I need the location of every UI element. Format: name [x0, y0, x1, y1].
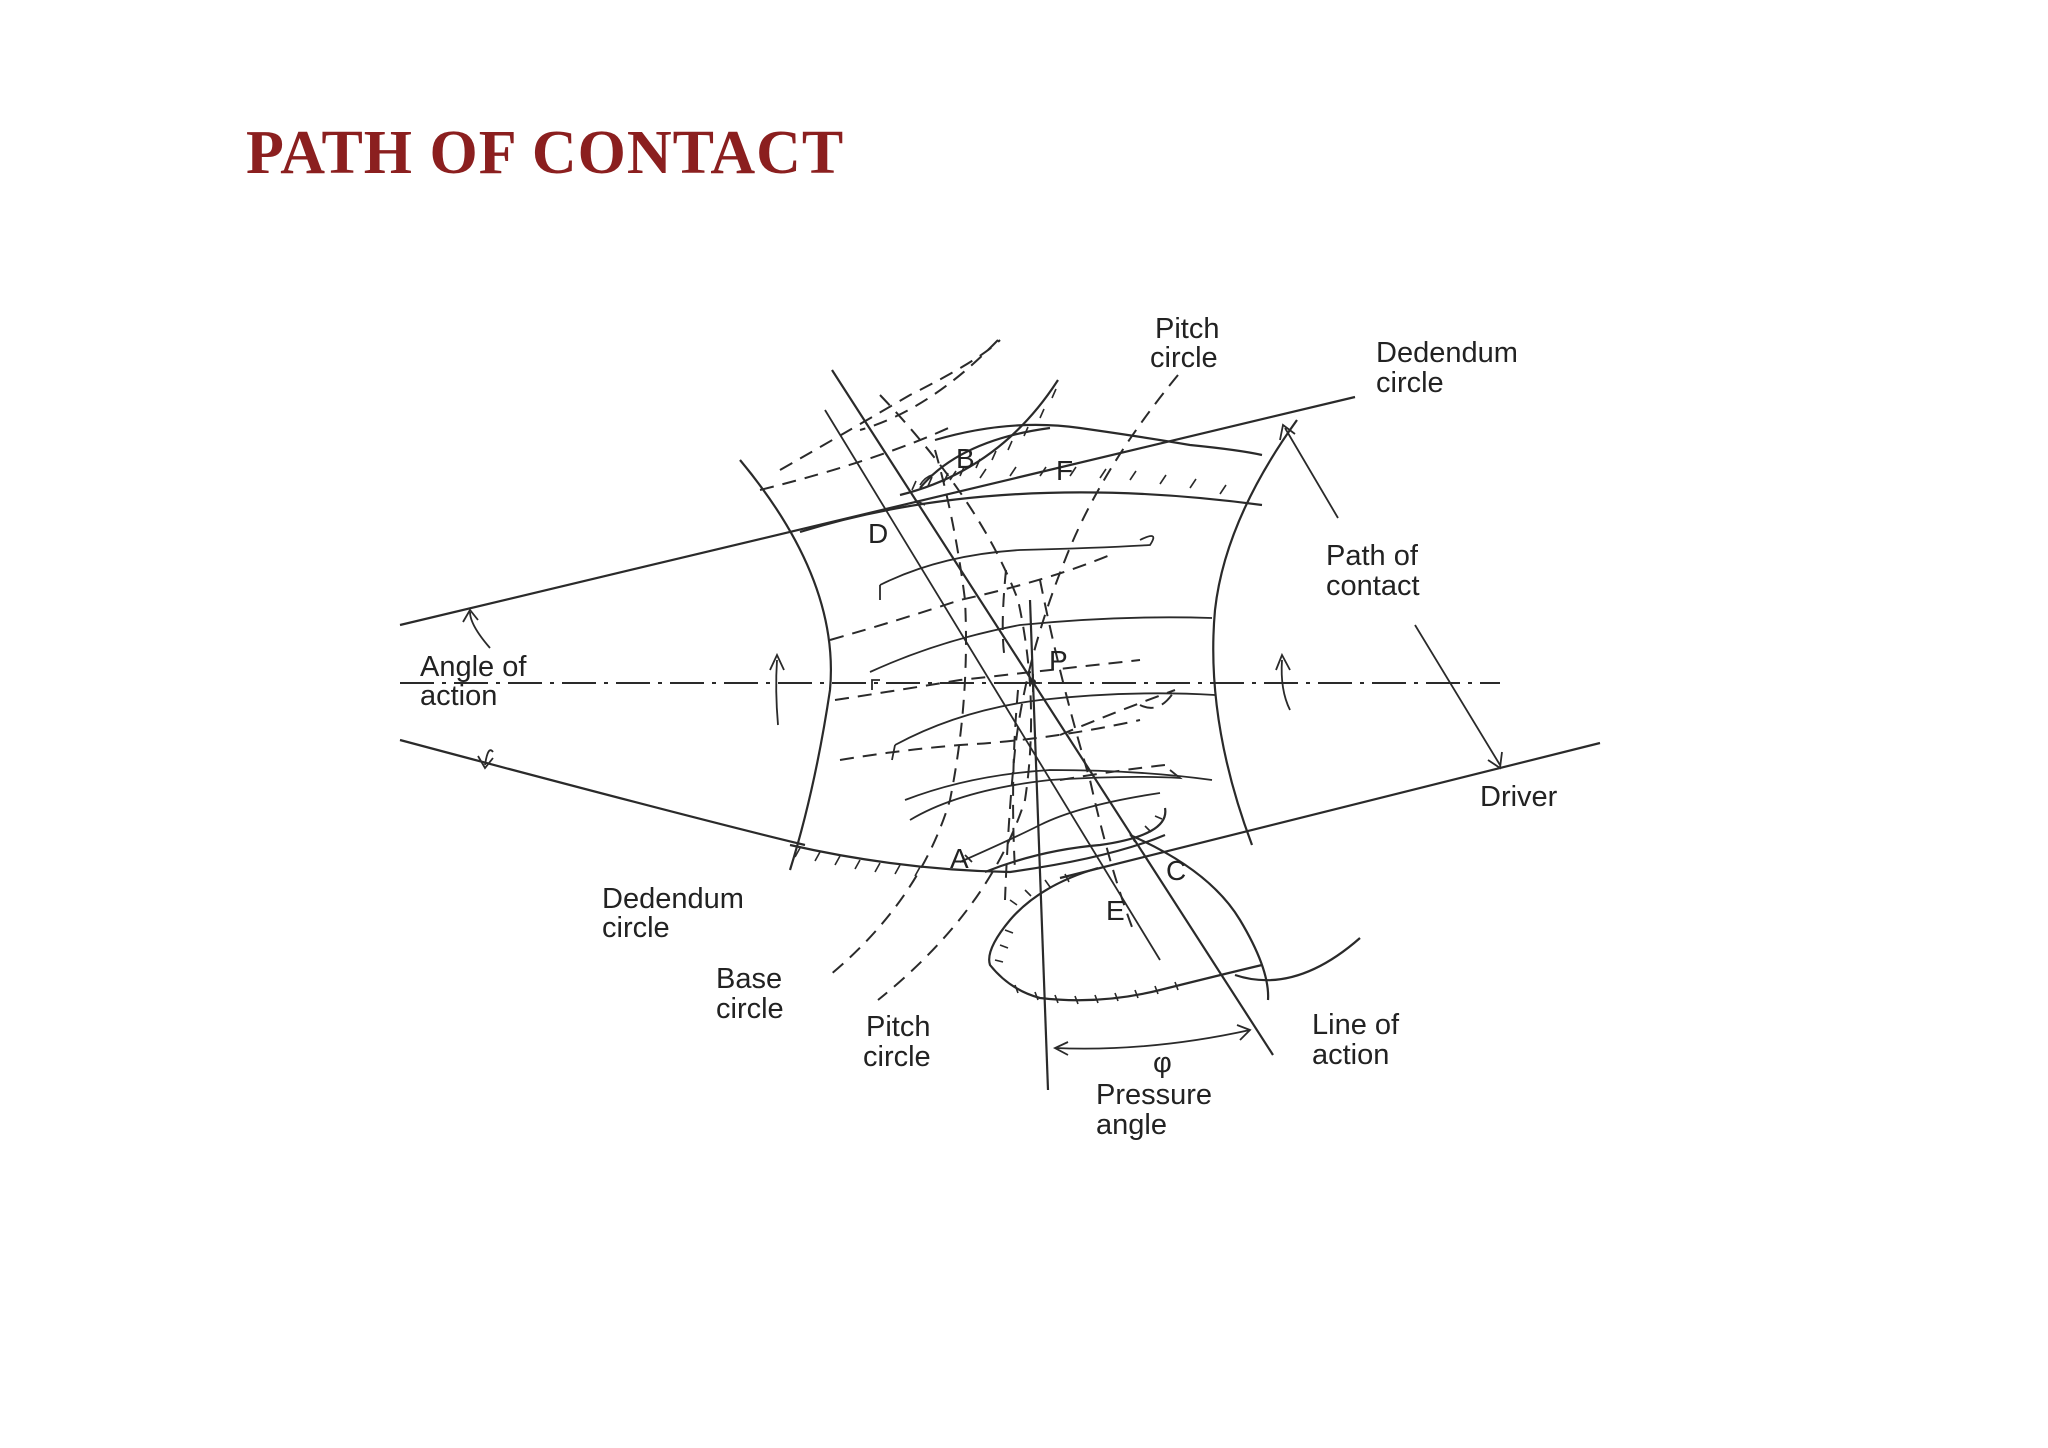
point-e-label: E: [1106, 895, 1125, 926]
svg-text:Dedendum: Dedendum: [602, 883, 744, 915]
svg-text:circle: circle: [1150, 342, 1218, 374]
path-of-contact-arrows: [1279, 423, 1503, 770]
pressure-angle-arc: [1052, 1024, 1252, 1056]
upper-gear: [739, 419, 1298, 871]
svg-text:Pitch: Pitch: [1155, 313, 1219, 345]
svg-text:Dedendum: Dedendum: [1376, 337, 1518, 369]
angle-of-action-arrows: [462, 608, 494, 770]
lower-tooth-tip: [984, 807, 1167, 874]
label-base-circle: Base circle: [716, 963, 784, 1025]
point-c-label: C: [1166, 855, 1186, 886]
svg-text:circle: circle: [863, 1041, 931, 1073]
point-a-label: A: [950, 843, 969, 874]
label-driver: Driver: [1480, 781, 1558, 813]
dedendum-dashed-arc: [859, 339, 1007, 661]
svg-text:circle: circle: [716, 993, 784, 1025]
svg-text:Path of: Path of: [1326, 540, 1419, 572]
lower-tangent-line: [399, 738, 806, 847]
point-markers: [914, 499, 1042, 863]
rotation-arrows: [769, 652, 1291, 726]
svg-text:Pressure: Pressure: [1096, 1079, 1212, 1111]
base-circle-left: [829, 449, 967, 976]
label-pitch-circle-bottom: Pitch circle: [863, 1011, 931, 1073]
svg-text:Base: Base: [716, 963, 782, 995]
vertical-reference-line: [1028, 599, 1050, 1091]
svg-text:circle: circle: [602, 912, 670, 944]
lower-tangent-line-right: [1059, 741, 1601, 880]
svg-text:Angle of: Angle of: [420, 651, 527, 683]
pitch-circle-lower-driver: [1004, 374, 1179, 901]
line-of-action: [831, 369, 1274, 1056]
pitch-circle-left: [877, 394, 1033, 1001]
svg-text:action: action: [1312, 1039, 1389, 1071]
upper-dedendum-circle: [799, 423, 1263, 534]
point-p-label: P: [1049, 645, 1068, 676]
label-pitch-circle-top: Pitch circle: [1150, 313, 1219, 374]
svg-text:action: action: [420, 680, 497, 712]
label-dedendum-circle-top: Dedendum circle: [1376, 337, 1518, 399]
label-path-of-contact: Path of contact: [1326, 540, 1420, 602]
line-of-action-offset: [824, 409, 1161, 961]
svg-text:circle: circle: [1376, 367, 1444, 399]
label-phi: φ: [1153, 1047, 1172, 1079]
label-angle-of-action: Angle of action: [420, 651, 527, 712]
upper-tangent-line: [399, 395, 1356, 627]
label-pressure-angle: Pressure angle: [1096, 1079, 1212, 1141]
pitch-circle-right-lower: [1039, 579, 1136, 936]
page-title: PATH OF CONTACT: [246, 119, 845, 187]
lower-dedendum-circle: [789, 833, 1166, 877]
svg-text:contact: contact: [1326, 570, 1420, 602]
dashed-tooth-profiles: [759, 339, 1176, 781]
svg-text:Pitch: Pitch: [866, 1011, 930, 1043]
label-dedendum-circle-bottom: Dedendum circle: [602, 883, 744, 944]
point-f-label: F: [1056, 455, 1073, 486]
lower-tooth-root: [988, 866, 1263, 1005]
point-b-label: B: [956, 443, 975, 474]
svg-text:angle: angle: [1096, 1109, 1167, 1141]
upper-tooth-top: [899, 379, 1059, 497]
label-line-of-action: Line of action: [1312, 1009, 1400, 1071]
lower-gear: [1129, 833, 1361, 1001]
svg-text:Line of: Line of: [1312, 1009, 1400, 1041]
point-d-label: D: [868, 518, 888, 549]
tooth-profiles: [869, 535, 1216, 863]
